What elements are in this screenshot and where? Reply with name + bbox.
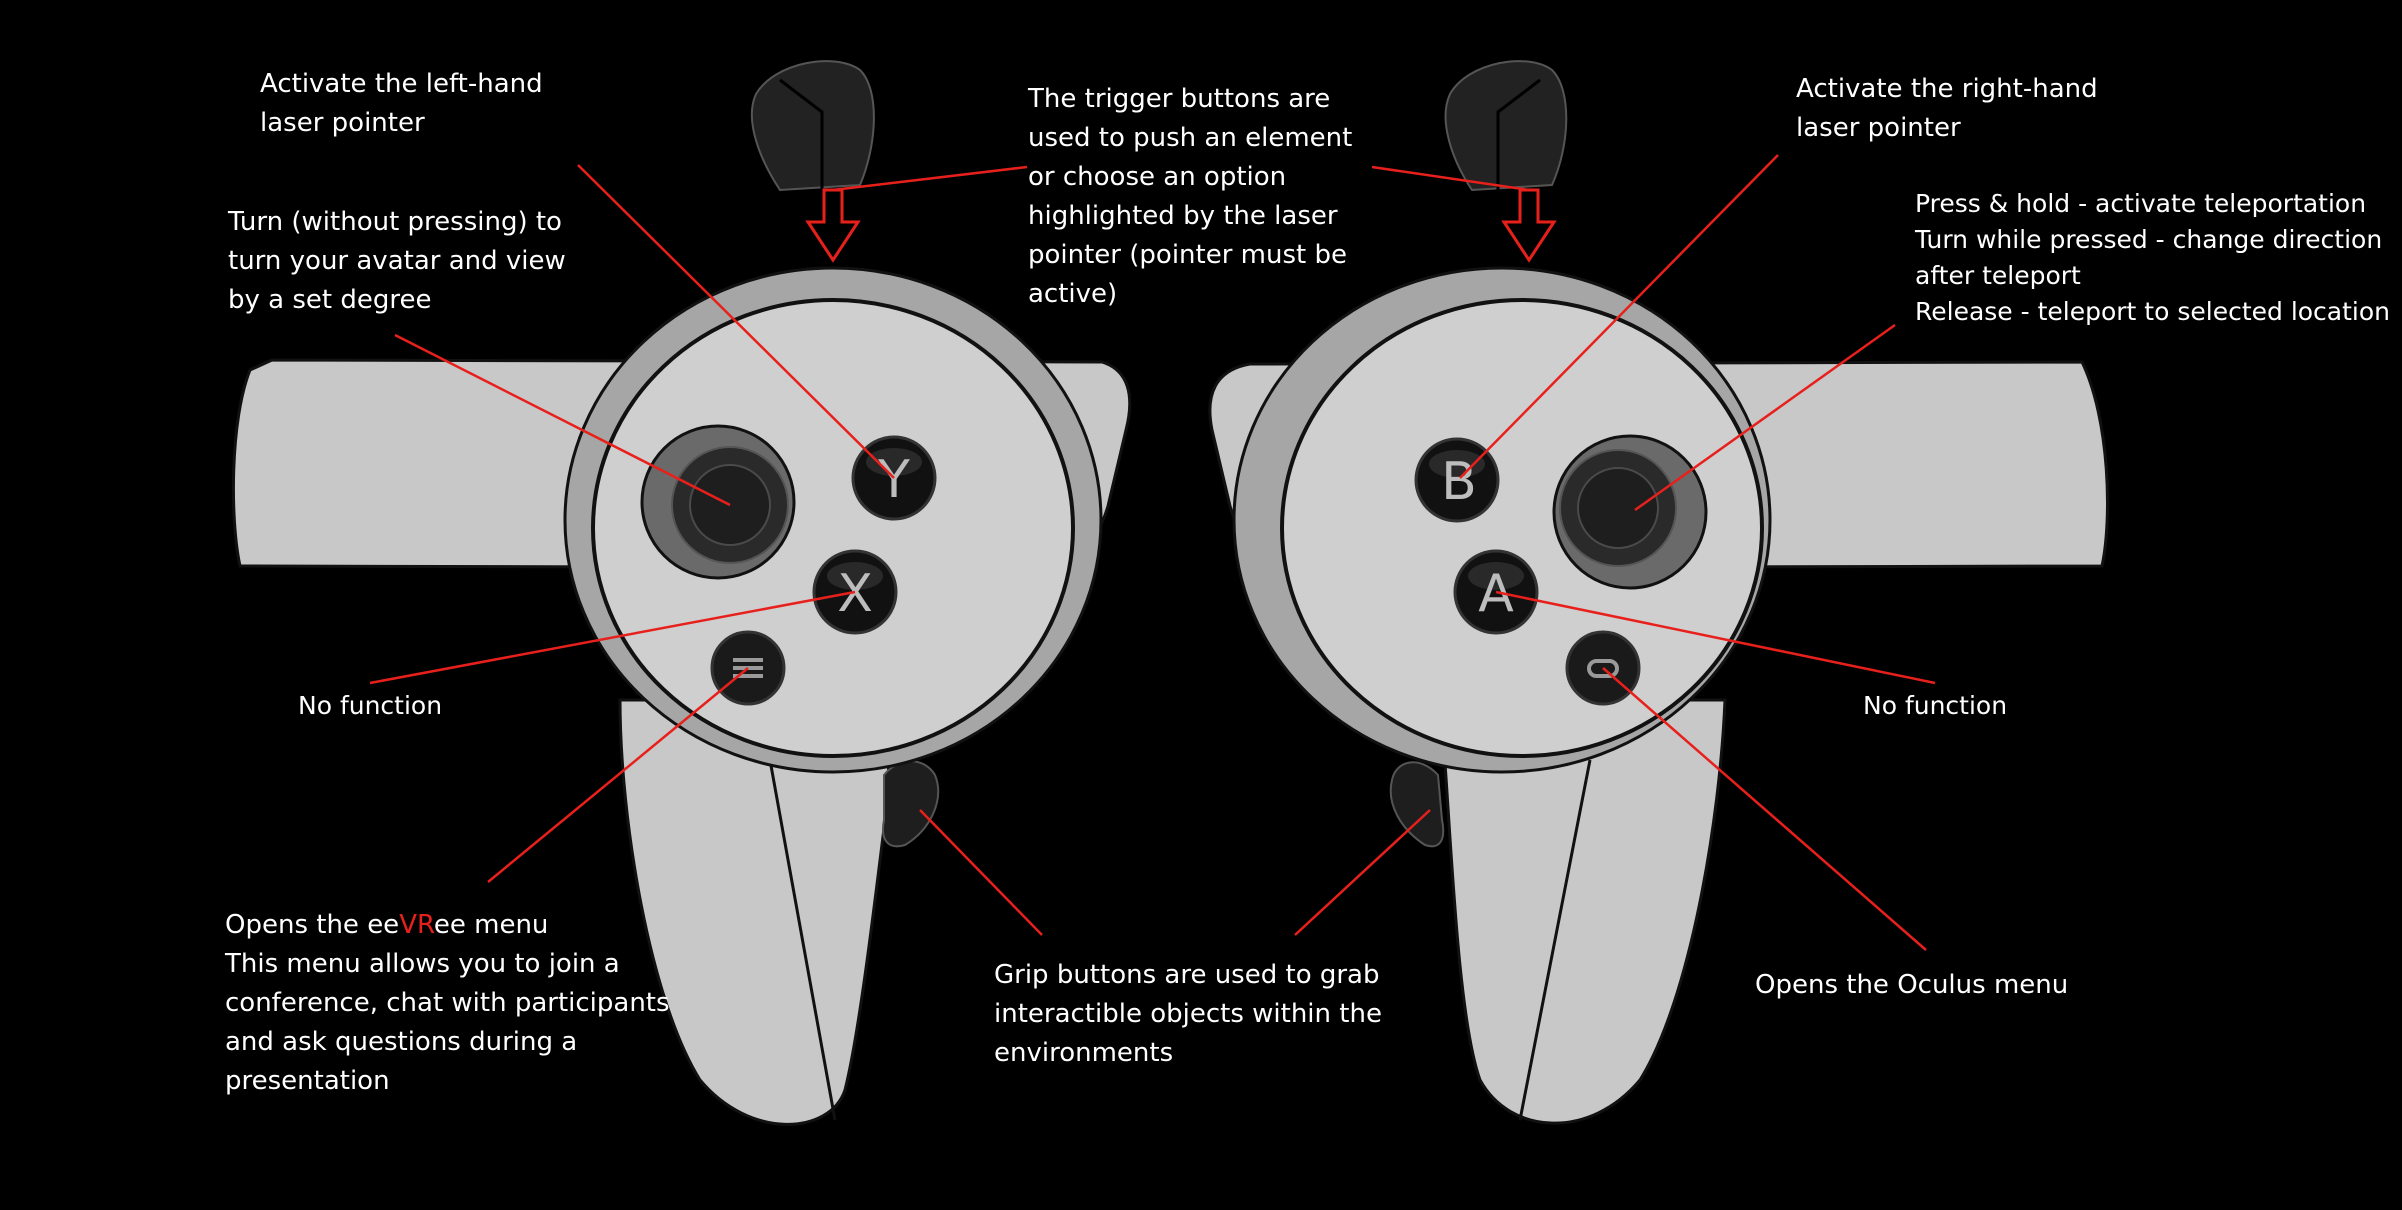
left-turn-label: Turn (without pressing) to turn your ava… [228,207,566,315]
left-handle [618,698,892,1126]
y-button-label: Y [877,450,910,510]
leader-trigger-left [832,165,1028,192]
leader-oculus [1602,667,1927,951]
left-face [591,298,1075,758]
leader-right-stick [1634,323,1896,512]
left-controller: Y X [231,60,1132,1126]
leader-left-no-function [369,590,856,685]
right-handle [1438,698,1727,1125]
left-trigger-arrow [805,188,861,263]
leader-right-no-function [1495,590,1936,685]
leader-left-turn [394,333,731,507]
right-grip-button [1389,761,1445,848]
menu-label-title: Opens the eeVRee menu [225,910,549,940]
right-controller: B A [1208,60,2109,1125]
grip-label: Grip buttons are used to grab interactib… [994,960,1382,1068]
leader-trigger-right [1371,165,1530,192]
b-button-label: B [1441,452,1477,512]
oculus-icon [1587,659,1619,678]
right-trigger [1444,60,1568,192]
left-thumbstick [640,424,796,580]
leader-right-grip [1294,809,1431,936]
leader-right-laser [1459,154,1779,479]
right-stick-label: Press & hold - activate teleportation Tu… [1915,189,2391,326]
oculus-menu-label: Opens the Oculus menu [1755,970,2069,1000]
left-no-function-label: No function [298,691,443,720]
left-laser-label: Activate the left-hand laser pointer [260,69,543,138]
leader-left-laser [577,164,895,479]
leader-lines [369,154,1936,951]
right-thumbstick [1552,434,1708,590]
menu-label: Opens the eeVRee menu This menu allows y… [225,906,670,1101]
right-no-function-label: No function [1863,691,2008,720]
right-face [1280,298,1764,758]
right-trigger-arrow [1501,188,1557,263]
right-laser-label: Activate the right-hand laser pointer [1796,74,2098,143]
left-trigger [750,60,875,192]
leader-menu [487,667,749,883]
trigger-label: The trigger buttons are used to push an … [1028,84,1353,309]
leader-left-grip [919,809,1043,936]
